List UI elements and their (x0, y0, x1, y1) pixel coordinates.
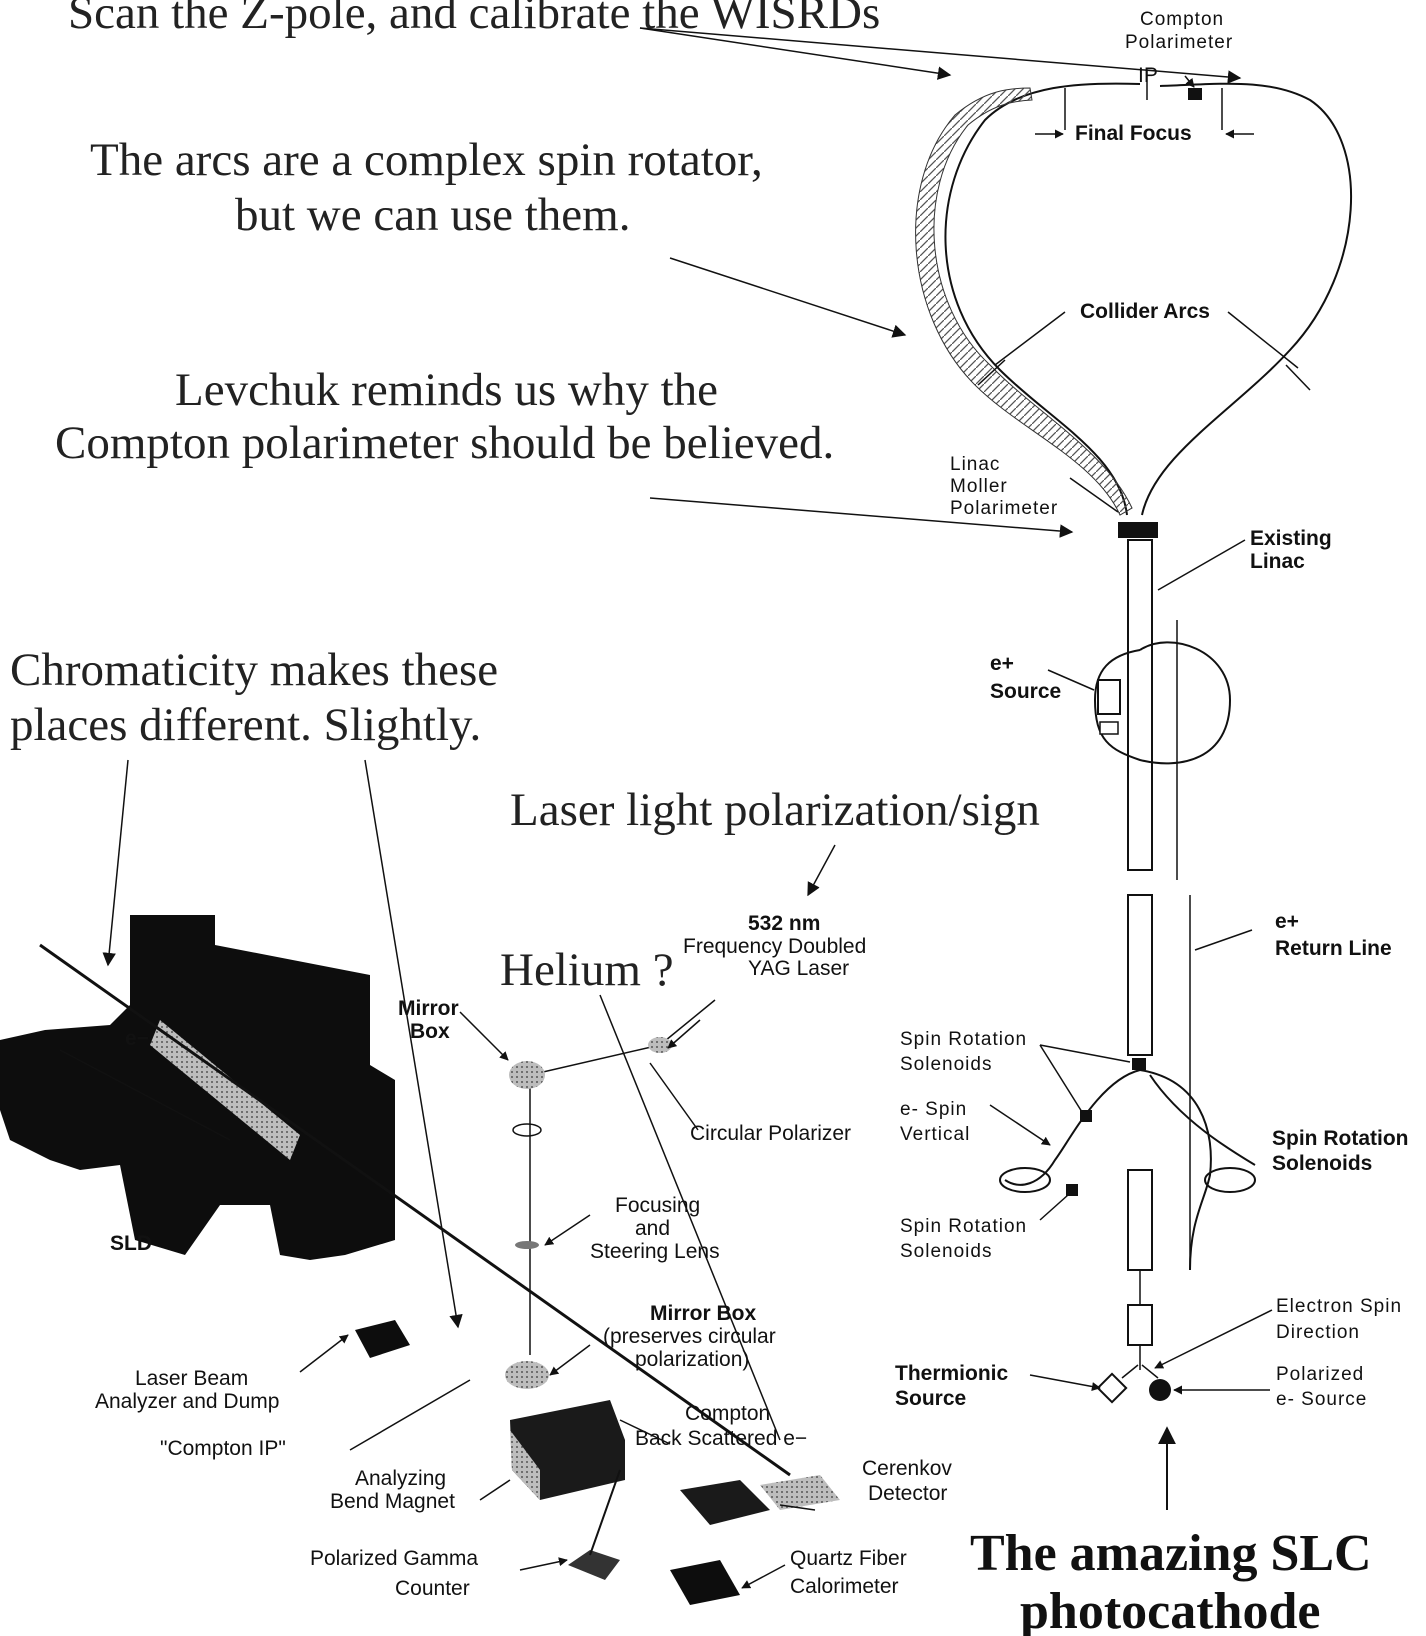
label-positron-source-2: Source (990, 680, 1061, 703)
laser-beam-dump (355, 1320, 410, 1358)
polarized-source (1149, 1379, 1171, 1401)
annotation-helium: Helium ? (500, 944, 674, 996)
label-mirror-box-bottom-3: polarization) (635, 1348, 749, 1371)
label-linac-moller-3: Polarimeter (950, 498, 1058, 519)
gamma-counter (568, 1550, 620, 1580)
linac-lower (1128, 895, 1152, 1055)
positron-source-box (1098, 680, 1120, 714)
label-existing-linac-1: Existing (1250, 527, 1332, 550)
label-laser-2: Frequency Doubled (683, 935, 866, 958)
linac-moller-marker (1118, 522, 1158, 538)
label-mirror-box-top-1: Mirror (398, 997, 459, 1020)
label-e-spin-vertical-2: Vertical (900, 1124, 970, 1145)
compton-polarimeter-marker (1188, 88, 1202, 100)
annotation-photocathode-line1: The amazing SLC (970, 1525, 1372, 1582)
label-existing-linac-2: Linac (1250, 550, 1305, 573)
label-linac-moller-2: Moller (950, 476, 1008, 497)
label-laser-dump-1: Laser Beam (135, 1367, 248, 1390)
label-mirror-box-bottom-1: Mirror Box (650, 1302, 757, 1325)
annotation-arcs-line2: but we can use them. (235, 189, 630, 241)
label-collider-arcs: Collider Arcs (1080, 300, 1210, 323)
label-ip: IP (1138, 64, 1158, 87)
thermionic-source-box (1098, 1374, 1126, 1402)
label-electron-spin-direction-1: Electron Spin (1276, 1296, 1402, 1317)
label-thermionic-source-1: Thermionic (895, 1362, 1009, 1385)
label-laser-dump-2: Analyzer and Dump (95, 1390, 279, 1413)
mirror-box-top (509, 1061, 545, 1089)
label-cerenkov-2: Detector (868, 1482, 947, 1505)
label-backscattered-1: Compton (685, 1402, 770, 1425)
label-linac-moller-1: Linac (950, 454, 1000, 475)
label-spin-rotation-bottom-1: Spin Rotation (900, 1216, 1027, 1237)
label-focusing-1: Focusing (615, 1194, 700, 1217)
label-spin-rotation-bottom-2: Solenoids (900, 1241, 992, 1262)
annotation-scan-z-pole: Scan the Z-pole, and calibrate the WISRD… (68, 0, 880, 39)
label-focusing-3: Steering Lens (590, 1240, 720, 1263)
annotation-chromaticity-line1: Chromaticity makes these (10, 644, 498, 696)
mirror-box-bottom (505, 1361, 549, 1389)
label-focusing-2: and (635, 1217, 670, 1240)
annotation-arcs-line1: The arcs are a complex spin rotator, (90, 134, 763, 186)
label-laser-1: 532 nm (748, 912, 820, 935)
linac-upper (1128, 540, 1152, 870)
annotation-chromaticity-line2: places different. Slightly. (10, 699, 481, 751)
label-final-focus: Final Focus (1075, 122, 1192, 145)
label-compton-polarimeter-1: Compton (1140, 9, 1224, 30)
focusing-lens (515, 1241, 539, 1249)
laser-head (648, 1037, 672, 1053)
label-quartz-1: Quartz Fiber (790, 1547, 907, 1570)
label-electron-spin-direction-2: Direction (1276, 1322, 1360, 1343)
label-compton-polarimeter-2: Polarimeter (1125, 32, 1233, 53)
label-polarized-source-1: Polarized (1276, 1364, 1364, 1385)
label-circular-polarizer: Circular Polarizer (690, 1122, 851, 1145)
label-mirror-box-bottom-2: (preserves circular (603, 1325, 776, 1348)
label-positron-source-1: e+ (990, 652, 1014, 675)
label-backscattered-2: Back Scattered e− (635, 1427, 807, 1450)
label-gamma-counter-2: Counter (395, 1577, 470, 1600)
label-gamma-counter-1: Polarized Gamma (310, 1547, 478, 1570)
annotation-levchuk-line1: Levchuk reminds us why the (175, 364, 718, 416)
cerenkov-detector (680, 1480, 770, 1525)
label-e-spin-vertical-1: e- Spin (900, 1099, 967, 1120)
label-thermionic-source-2: Source (895, 1387, 966, 1410)
label-quartz-2: Calorimeter (790, 1575, 899, 1598)
label-positron-return-1: e+ (1275, 910, 1299, 933)
label-electron: e− (125, 1027, 149, 1050)
label-cerenkov-1: Cerenkov (862, 1457, 952, 1480)
label-polarized-source-2: e- Source (1276, 1389, 1367, 1410)
label-compton-ip: "Compton IP" (160, 1437, 286, 1460)
label-bend-magnet-1: Analyzing (355, 1467, 446, 1490)
annotation-levchuk-line2: Compton polarimeter should be believed. (55, 417, 834, 469)
annotation-laser-polarization: Laser light polarization/sign (510, 784, 1040, 836)
label-spin-rotation-right-1: Spin Rotation (1272, 1127, 1408, 1150)
label-positron-return-2: Return Line (1275, 937, 1392, 960)
label-sld: SLD (110, 1232, 152, 1255)
label-spin-rotation-top-1: Spin Rotation (900, 1029, 1027, 1050)
label-spin-rotation-top-2: Solenoids (900, 1054, 992, 1075)
label-spin-rotation-right-2: Solenoids (1272, 1152, 1372, 1175)
label-laser-3: YAG Laser (748, 957, 849, 980)
label-bend-magnet-2: Bend Magnet (330, 1490, 455, 1513)
label-mirror-box-top-2: Box (410, 1020, 450, 1043)
sld-detector (0, 915, 395, 1260)
annotation-photocathode-line2: photocathode (1020, 1583, 1320, 1636)
quartz-calorimeter (670, 1560, 740, 1605)
